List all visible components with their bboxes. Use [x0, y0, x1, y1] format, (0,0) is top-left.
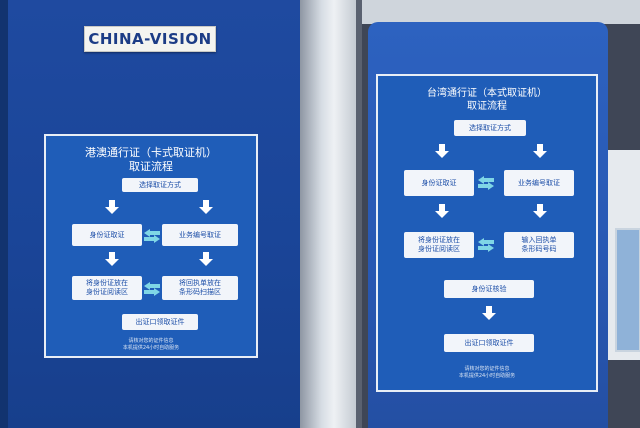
left-poster-title: 港澳通行证（卡式取证机） [85, 146, 217, 159]
left-step-select-label: 选择取证方式 [139, 180, 181, 189]
left-flow-poster: 港澳通行证（卡式取证机） 取证流程 选择取证方式 身份证取证 业务编号取证 将身… [44, 134, 258, 358]
right-kiosk-top [362, 0, 640, 24]
right-step-input-line2: 条形码号码 [521, 245, 557, 253]
right-footer-line2: 本机提供24小时自助服务 [458, 373, 516, 379]
left-step-place-receipt: 将回执单放在 条形码扫描区 [162, 276, 238, 300]
left-step-place-receipt-line2: 条形码扫描区 [179, 288, 221, 296]
left-step-place-id: 将身份证放在 身份证阅读区 [72, 276, 142, 300]
left-kiosk-edge [0, 0, 8, 428]
right-step-verify-label: 身份证核验 [471, 284, 507, 293]
right-step-select: 选择取证方式 [454, 120, 526, 136]
right-step-business-no-label: 业务编号取证 [518, 178, 560, 187]
right-step-select-label: 选择取证方式 [469, 123, 511, 132]
right-step-collect: 出证口领取证件 [444, 334, 534, 352]
swap-arrows-icon [478, 238, 494, 252]
left-step-business-no: 业务编号取证 [162, 224, 238, 246]
right-poster-title: 台湾通行证（本式取证机） [427, 88, 547, 99]
right-step-id-card: 身份证取证 [404, 170, 474, 196]
swap-arrows-icon [144, 229, 160, 243]
left-footer-line1: 请核对您的证件信息 [128, 338, 174, 344]
left-poster-subtitle: 取证流程 [129, 160, 173, 173]
right-footer-line1: 请核对您的证件信息 [464, 366, 510, 372]
brand-text: CHINA-VISION [88, 30, 212, 48]
right-kiosk-slot [615, 228, 640, 352]
right-flow-poster: 台湾通行证（本式取证机） 取证流程 选择取证方式 身份证取证 业务编号取证 将身… [376, 74, 598, 392]
left-step-id-card-label: 身份证取证 [89, 230, 125, 239]
right-step-id-card-label: 身份证取证 [421, 178, 457, 187]
left-step-business-no-label: 业务编号取证 [179, 230, 221, 239]
right-poster-subtitle: 取证流程 [467, 101, 507, 112]
left-footer-line2: 本机提供24小时自助服务 [122, 345, 180, 351]
left-step-collect-label: 出证口领取证件 [135, 317, 185, 326]
divider-shadow [356, 0, 366, 428]
right-step-business-no: 业务编号取证 [504, 170, 574, 196]
divider-wall [300, 0, 362, 428]
right-step-place-id-line1: 将身份证放在 [418, 236, 460, 244]
right-step-input-receipt: 输入回执单 条形码号码 [504, 232, 574, 258]
swap-arrows-icon [478, 176, 494, 190]
right-step-input-line1: 输入回执单 [521, 236, 557, 244]
left-step-place-receipt-line1: 将回执单放在 [179, 279, 221, 287]
right-step-place-id: 将身份证放在 身份证阅读区 [404, 232, 474, 258]
left-step-id-card: 身份证取证 [72, 224, 142, 246]
swap-arrows-icon [144, 282, 160, 296]
brand-plate: CHINA-VISION [84, 26, 216, 52]
left-step-place-id-line2: 身份证阅读区 [86, 288, 128, 296]
right-step-verify: 身份证核验 [444, 280, 534, 298]
right-step-collect-label: 出证口领取证件 [464, 338, 514, 347]
right-step-place-id-line2: 身份证阅读区 [418, 245, 460, 253]
left-step-place-id-line1: 将身份证放在 [86, 279, 128, 287]
left-step-collect: 出证口领取证件 [122, 314, 198, 330]
left-step-select: 选择取证方式 [122, 178, 198, 192]
